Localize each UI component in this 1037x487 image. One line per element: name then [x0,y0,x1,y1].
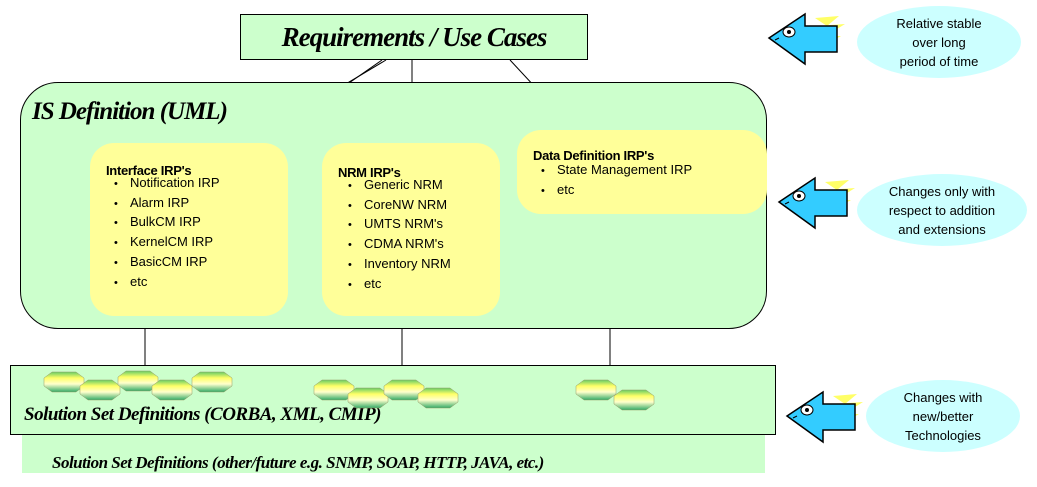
future-solution-set-title: Solution Set Definitions (other/future e… [52,453,544,472]
list-item: •State Management IRP [541,162,693,177]
interface-irps-title: Interface IRP's [106,163,192,178]
list-item: •Inventory NRM [348,255,451,271]
data-definition-irps-list: •State Management IRP •etc [541,161,692,200]
note-line: new/better [912,408,974,424]
note-line: Relative stable [896,15,982,31]
list-item: •etc [114,273,148,289]
nrm-irps-list: •Generic NRM •CoreNW NRM •UMTS NRM's •CD… [348,176,451,294]
list-item: •UMTS NRM's [348,216,444,232]
data-definition-irps-title: Data Definition IRP's [533,148,655,163]
arrow-icon [786,391,864,443]
note-line: respect to addition [888,202,996,218]
list-item: •KernelCM IRP [114,234,214,250]
arrow-icon [778,177,856,229]
list-item: •etc [348,275,382,291]
list-item: •BasicCM IRP [114,253,208,269]
note-line: Technologies [905,427,981,443]
note-line: Changes with [903,389,983,405]
data-definition-irps-box: Data Definition IRP's •State Management … [517,130,767,214]
nrm-irps-title: NRM IRP's [338,165,401,180]
note-line: period of time [899,53,979,69]
list-item: •etc [541,181,575,197]
note-line: and extensions [898,221,986,237]
requirements-box: Requirements / Use Cases [240,14,588,60]
nrm-irps-box: NRM IRP's •Generic NRM •CoreNW NRM •UMTS… [322,143,500,316]
solution-set-title: Solution Set Definitions (CORBA, XML, CM… [24,404,382,425]
note-technologies: Changes with new/better Technologies [866,380,1020,452]
interface-irps-list: •Notification IRP •Alarm IRP •BulkCM IRP… [114,174,220,292]
interface-irps-box: Interface IRP's •Notification IRP •Alarm… [90,143,288,316]
is-definition-title: IS Definition (UML) [32,98,228,125]
list-item: •CoreNW NRM [348,196,448,212]
list-item: •BulkCM IRP [114,214,201,230]
list-item: •Notification IRP [114,175,220,190]
requirements-title: Requirements / Use Cases [281,21,548,52]
note-stable: Relative stable over long period of time [857,6,1021,78]
note-line: Changes only with [888,183,996,199]
future-solution-set-box [22,435,765,473]
note-line: over long [912,34,966,50]
list-item: •Alarm IRP [114,194,190,210]
note-additions: Changes only with respect to addition an… [857,174,1027,246]
list-item: •Generic NRM [348,177,443,192]
arrow-icon [768,13,846,65]
list-item: •CDMA NRM's [348,236,444,252]
